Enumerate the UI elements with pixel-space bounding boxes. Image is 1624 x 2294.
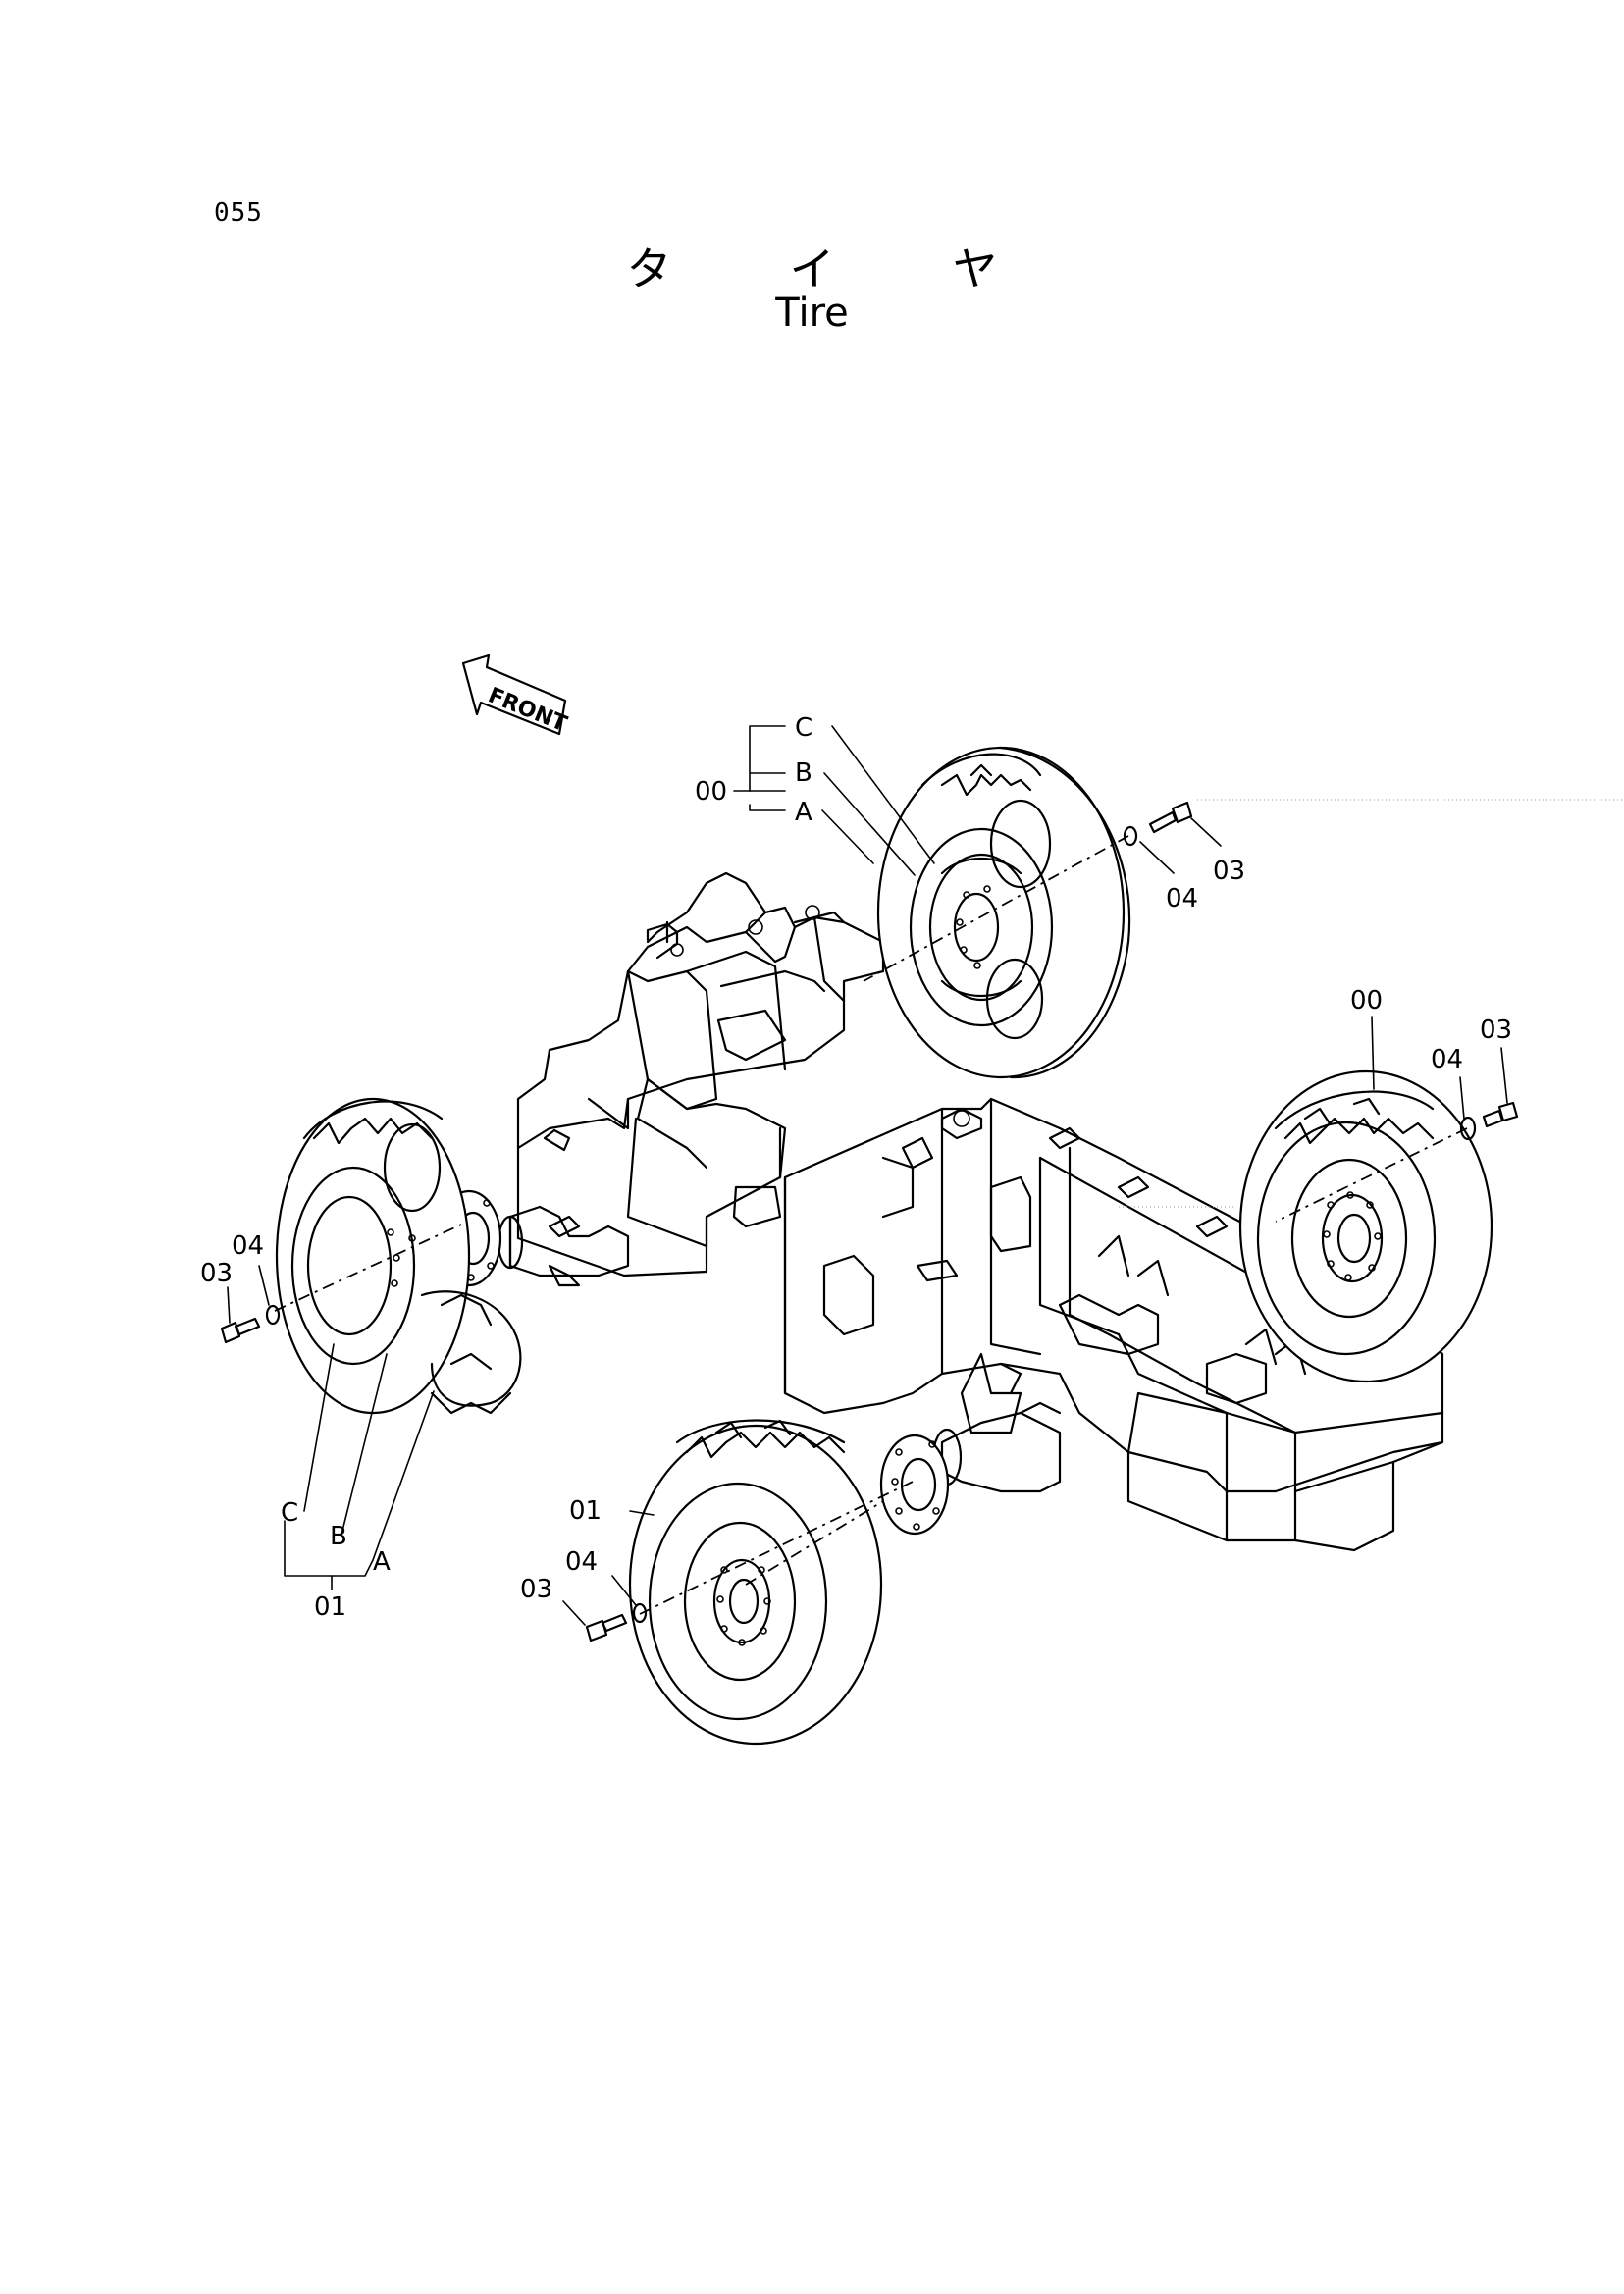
front-label: FRONT	[485, 683, 570, 737]
front-arrow-icon: FRONT	[461, 653, 570, 737]
callout-left-washer: 04	[232, 1231, 264, 1261]
callout-left-part-b: B	[330, 1522, 347, 1551]
right-bolt-icon	[1482, 1101, 1519, 1128]
callout-lower-washer: 04	[565, 1547, 598, 1577]
lower-bolt-icon	[585, 1613, 628, 1642]
title-jp-char-1: タ	[626, 242, 672, 295]
upper-tire	[876, 746, 1131, 1079]
right-washer-icon	[1459, 1116, 1477, 1141]
callout-left-bolt: 03	[200, 1259, 233, 1288]
left-tire	[275, 1097, 522, 1415]
callout-right-tire: 00	[1350, 986, 1383, 1016]
title-japanese: タイヤ	[0, 234, 1624, 298]
title-english: Tire	[775, 290, 849, 336]
callout-upper-washer: 04	[1166, 884, 1198, 913]
center-lines	[274, 835, 1468, 1615]
callout-lower-bolt: 03	[520, 1575, 552, 1604]
chassis-frame	[516, 871, 1444, 1552]
page-number: 055	[214, 198, 263, 228]
left-bolt-icon	[220, 1317, 261, 1344]
callout-lower-tire: 01	[569, 1496, 602, 1526]
callout-left-part-c: C	[281, 1498, 298, 1528]
callout-upper-assembly: 00	[695, 777, 727, 807]
callout-right-bolt: 03	[1480, 1016, 1512, 1045]
callout-upper-part-b: B	[795, 758, 812, 788]
callout-right-washer: 04	[1431, 1045, 1463, 1074]
callout-upper-part-c: C	[795, 713, 812, 743]
callout-upper-part-a: A	[795, 798, 812, 827]
lower-washer-icon	[632, 1602, 648, 1624]
callout-upper-bolt: 03	[1213, 857, 1245, 886]
right-tire	[1238, 1069, 1493, 1383]
title-jp-char-2: イ	[789, 242, 835, 295]
callout-left-assembly: 01	[314, 1592, 346, 1622]
callout-left-part-a: A	[373, 1547, 391, 1577]
callout-labels: 00 C B A 04 03 00 04 03 04 03 C B A 01 0…	[200, 713, 1512, 1622]
title-jp-char-3: ヤ	[952, 242, 998, 295]
leader-lines	[227, 725, 1508, 1626]
rear-axle-right	[879, 1401, 1062, 1536]
upper-washer-icon	[1123, 825, 1138, 847]
lower-tire	[628, 1419, 883, 1746]
upper-bolt-icon	[1148, 801, 1193, 834]
left-washer-icon	[265, 1304, 281, 1326]
hardware	[220, 801, 1519, 1642]
